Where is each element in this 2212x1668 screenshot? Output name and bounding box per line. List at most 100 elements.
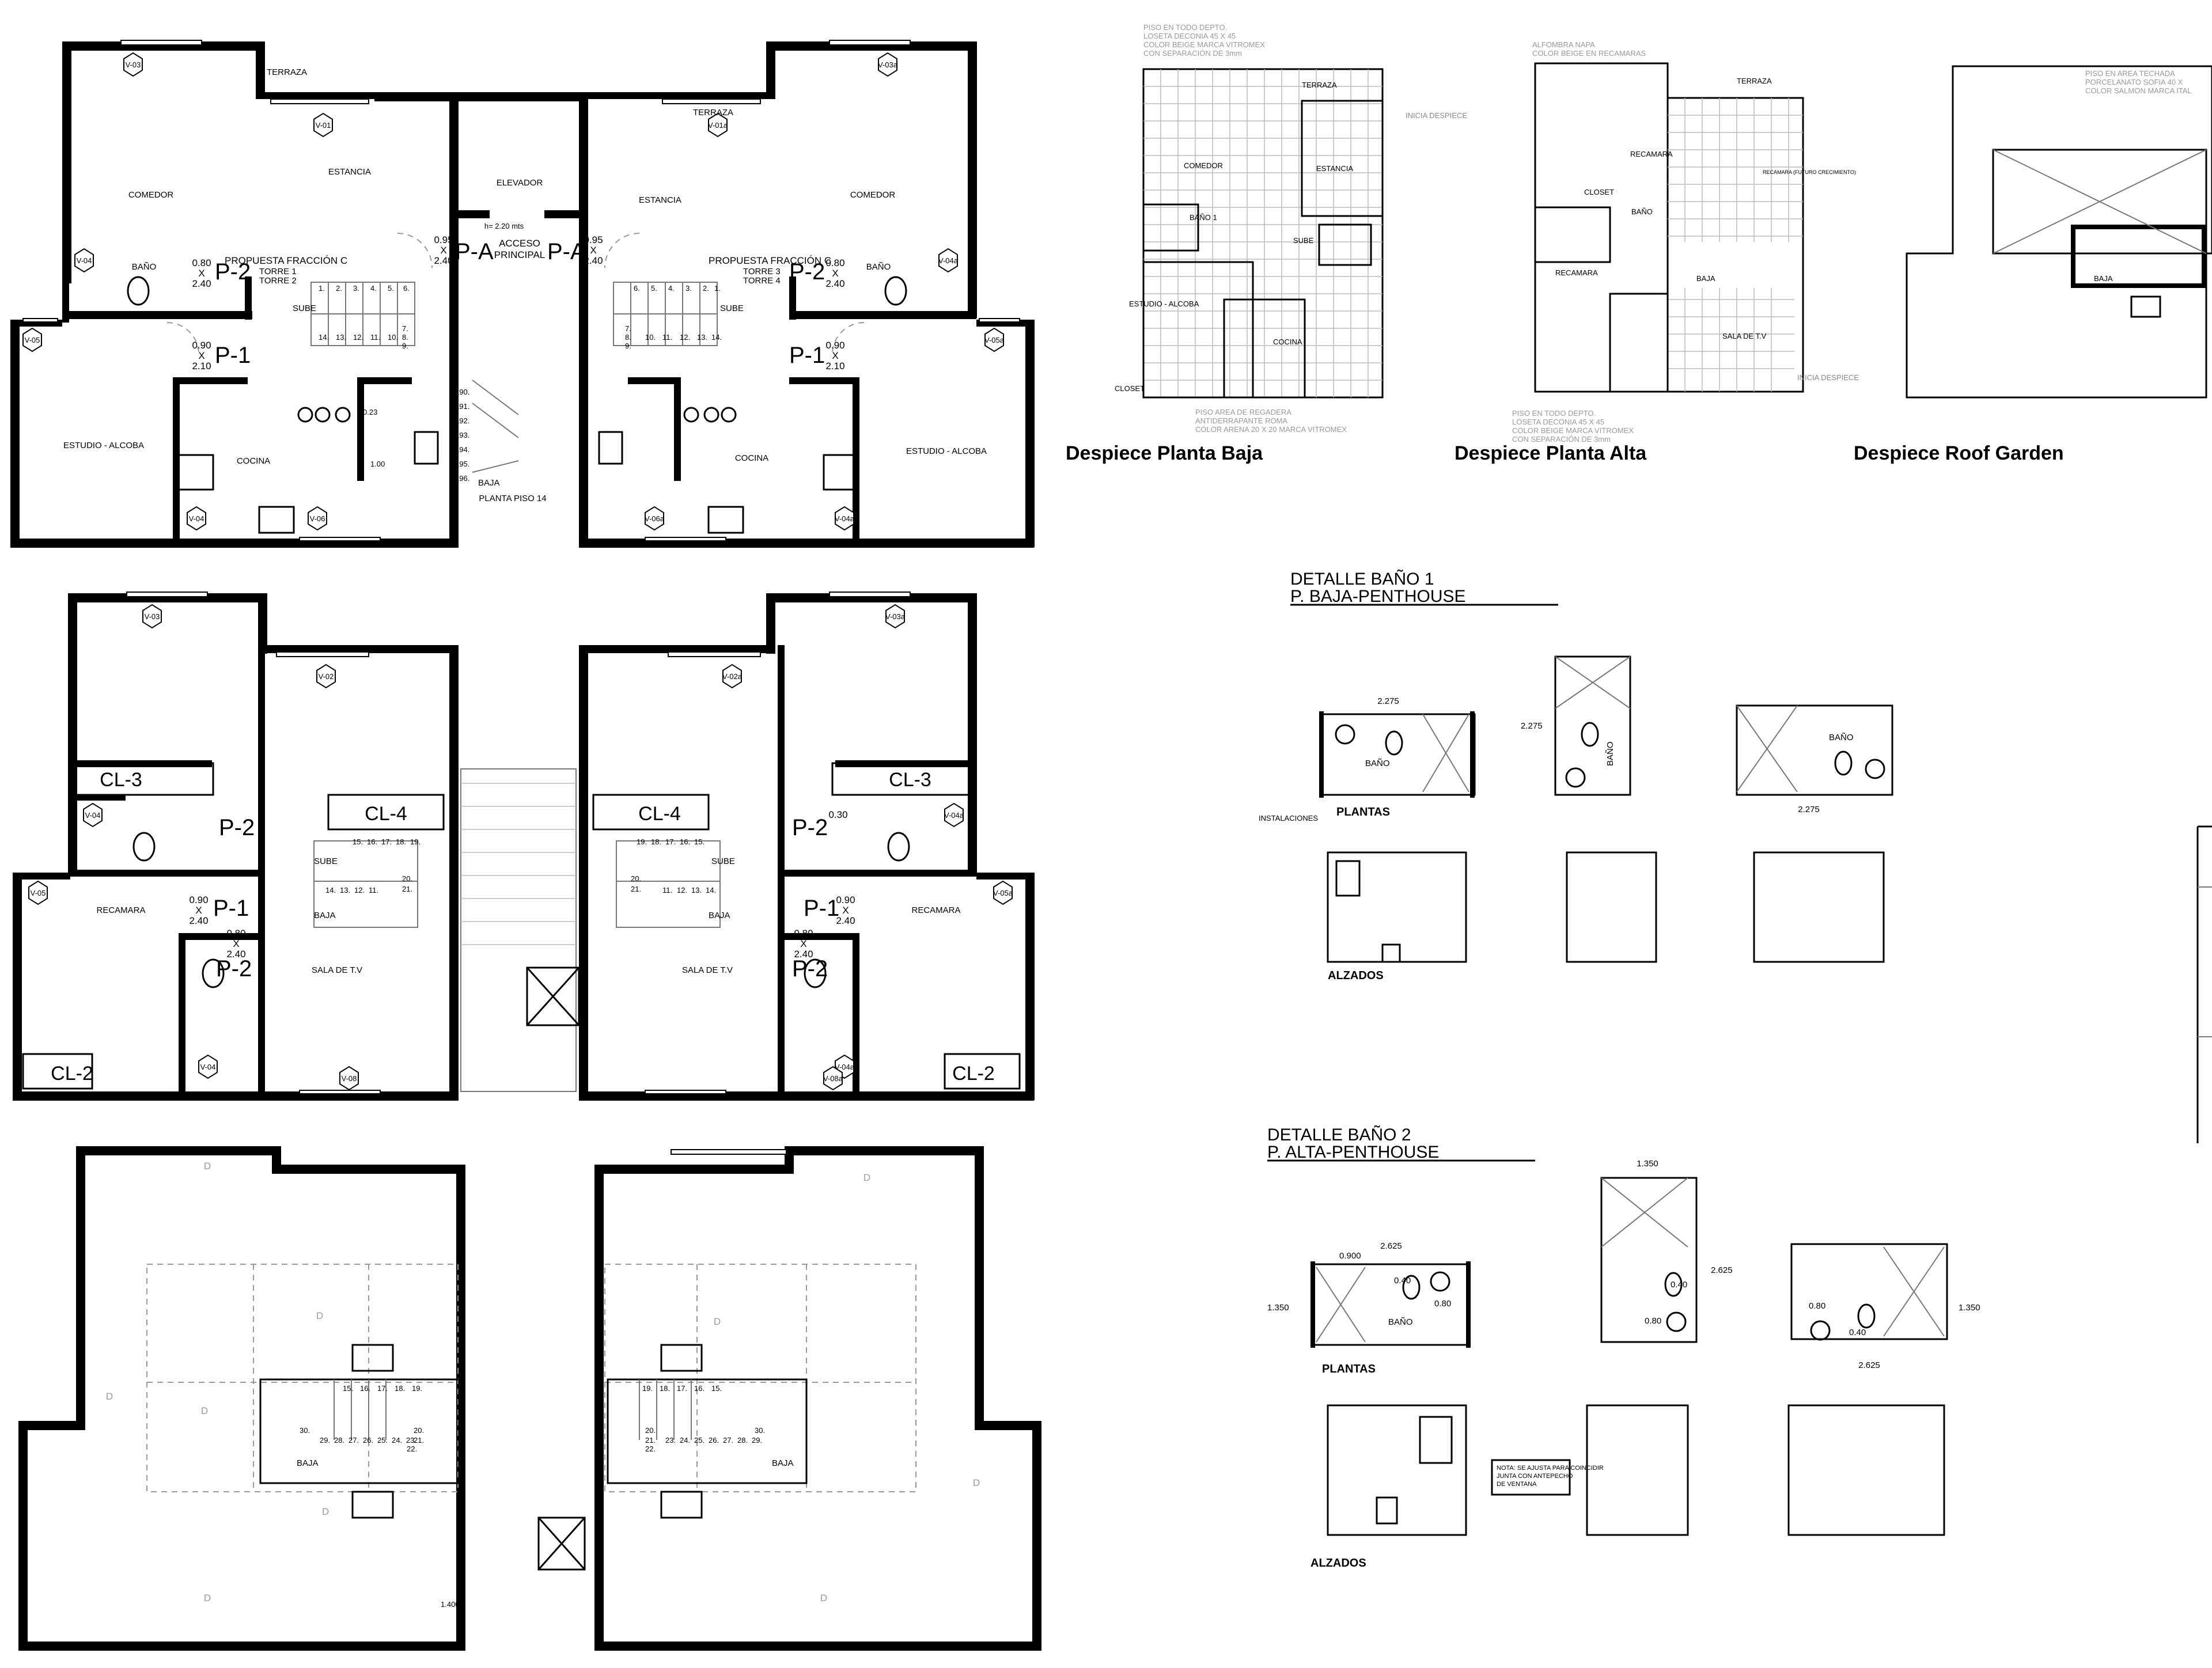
baja-note: COLOR ARENA 20 X 20 MARCA VITROMEX (1195, 425, 1347, 434)
step-label: 13. (697, 333, 707, 342)
step-label: 30. (755, 1426, 765, 1435)
step-label: 6. (403, 284, 410, 293)
step-label: 5. (651, 284, 657, 293)
step-label: 2. (336, 284, 342, 293)
tag-d: D (973, 1477, 980, 1488)
tag-d: D (820, 1593, 827, 1603)
tag-label: V-01 (316, 121, 331, 130)
dim-240b-left: 2.40 (192, 278, 211, 289)
tag-label: V-04 (77, 256, 92, 265)
step-label: 23. (665, 1436, 676, 1445)
room-label: RECAMARA (FUTURO CRECIMIENTO) (1763, 169, 1856, 175)
step-label: 16. (367, 837, 377, 846)
room-label: SALA DE T.V (1722, 332, 1767, 340)
step-label: 193. (455, 431, 469, 439)
tag-label: V-05a (993, 889, 1013, 897)
alta-note: COLOR BEIGE MARCA VITROMEX (1512, 426, 1634, 435)
tag-label: V-04a (938, 256, 959, 265)
room-comedor-right: COMEDOR (850, 190, 896, 200)
despiece-title-roof: Despiece Roof Garden (1854, 442, 2064, 464)
step-label: 13. (691, 886, 702, 894)
step-label: 21. (402, 885, 412, 893)
dim-080-mid-left: 0.80 (226, 928, 245, 939)
step-label: 12. (680, 333, 690, 342)
dim-1350-a: 1.350 (1267, 1303, 1289, 1313)
dim-x2-mid-left: X (233, 938, 239, 949)
dim-040-c: 0.40 (1849, 1328, 1866, 1337)
room-estudio-left: ESTUDIO - ALCOBA (63, 441, 144, 450)
step-label: 191. (455, 402, 469, 411)
closet-cl2-left: CL-2 (51, 1063, 93, 1085)
room-terraza-left: TERRAZA (267, 67, 307, 77)
room-label: COMEDOR (1184, 161, 1223, 170)
door-tag-pa-right: P-A (547, 239, 586, 264)
step-label: 12. (677, 886, 687, 894)
step-label: 190. (455, 388, 469, 396)
dim-090-left: 0.90 (192, 340, 211, 351)
step-label: 29. (320, 1436, 330, 1445)
partial-table-edge (2196, 825, 2212, 1143)
torre-1: TORRE 1 (259, 267, 297, 276)
tag-label: V-03 (126, 60, 141, 69)
step-label: 196. (455, 474, 469, 483)
door-p1-mid-right: P-1 (804, 896, 839, 921)
step-label: 13. (340, 886, 350, 894)
dim-x-right: X (590, 245, 596, 256)
dim-090-mid-right: 0.90 (836, 894, 855, 905)
room-label: COCINA (1273, 338, 1302, 346)
window-tags-mid: V-03 V-02 V-04 V-05 V-04 V-08 V-03a V-02… (31, 612, 1013, 1083)
step-label: 9. (402, 342, 408, 350)
dim-2275-a: 2.275 (1377, 696, 1399, 706)
room-label: INICIA DESPIECE (1406, 111, 1467, 120)
step-label: 18. (651, 837, 661, 846)
dim-1350-b: 1.350 (1637, 1159, 1658, 1169)
dim-040-a: 0.40 (1394, 1276, 1411, 1286)
dim-x-left: X (440, 245, 446, 256)
step-label: 5. (388, 284, 394, 293)
room-cocina-right: COCINA (735, 453, 768, 463)
step-label: 15. (694, 837, 704, 846)
step-label: 28. (737, 1436, 748, 1445)
step-label: 18. (660, 1384, 670, 1393)
step-label: 28. (334, 1436, 344, 1445)
room-label: TERRAZA (1737, 77, 1772, 85)
step-label: 21. (645, 1436, 656, 1445)
step-label: 25. (694, 1436, 704, 1445)
tag-label: V-06a (645, 514, 665, 523)
torre-4: TORRE 4 (743, 276, 781, 286)
despiece-panels: PISO EN TODO DEPTO. LOSETA DECONIA 45 X … (1066, 23, 2212, 464)
tag-label: V-05 (25, 336, 40, 344)
step-label: 16. (694, 1384, 704, 1393)
stair-baja-mid-left: BAJA (314, 911, 336, 920)
dim-2275-b: 2.275 (1521, 721, 1543, 731)
alta-note: LOSETA DECONIA 45 X 45 (1512, 418, 1604, 426)
despiece-title-alta: Despiece Planta Alta (1455, 442, 1647, 464)
step-label: 17. (677, 1384, 687, 1393)
despiece-title-baja: Despiece Planta Baja (1066, 442, 1263, 464)
tag-label: V-02a (722, 672, 743, 681)
stair-baja-center: BAJA (478, 478, 500, 488)
alta-note: COLOR BEIGE EN RECAMARAS (1532, 49, 1646, 58)
closet-cl4-left: CL-4 (365, 803, 407, 825)
tag-label: V-06 (310, 514, 325, 523)
closet-cl3-right: CL-3 (889, 769, 931, 791)
step-label: 194. (455, 445, 469, 454)
baja-note: PISO EN TODO DEPTO. (1143, 23, 1227, 32)
despiece-planta-baja: PISO EN TODO DEPTO. LOSETA DECONIA 45 X … (1115, 23, 1467, 434)
alzados-label-1: ALZADOS (1328, 969, 1384, 982)
step-label: 27. (723, 1436, 733, 1445)
stair-sube-left: SUBE (293, 304, 316, 313)
step-label: 15. (711, 1384, 722, 1393)
step-label: 24. (392, 1436, 402, 1445)
plantas-label-1: PLANTAS (1336, 806, 1390, 818)
step-label: 4. (668, 284, 675, 293)
step-label: 21. (414, 1436, 424, 1445)
tag-d: D (204, 1593, 211, 1603)
door-p2-mid-right-b: P-2 (792, 956, 828, 981)
bano-label-1a: BAÑO (1365, 759, 1390, 768)
step-label: 18. (395, 1384, 405, 1393)
dim-240-mid-right: 2.40 (836, 915, 855, 926)
dim-2625-c: 2.625 (1858, 1360, 1880, 1370)
tag-label: V-03a (885, 612, 906, 621)
